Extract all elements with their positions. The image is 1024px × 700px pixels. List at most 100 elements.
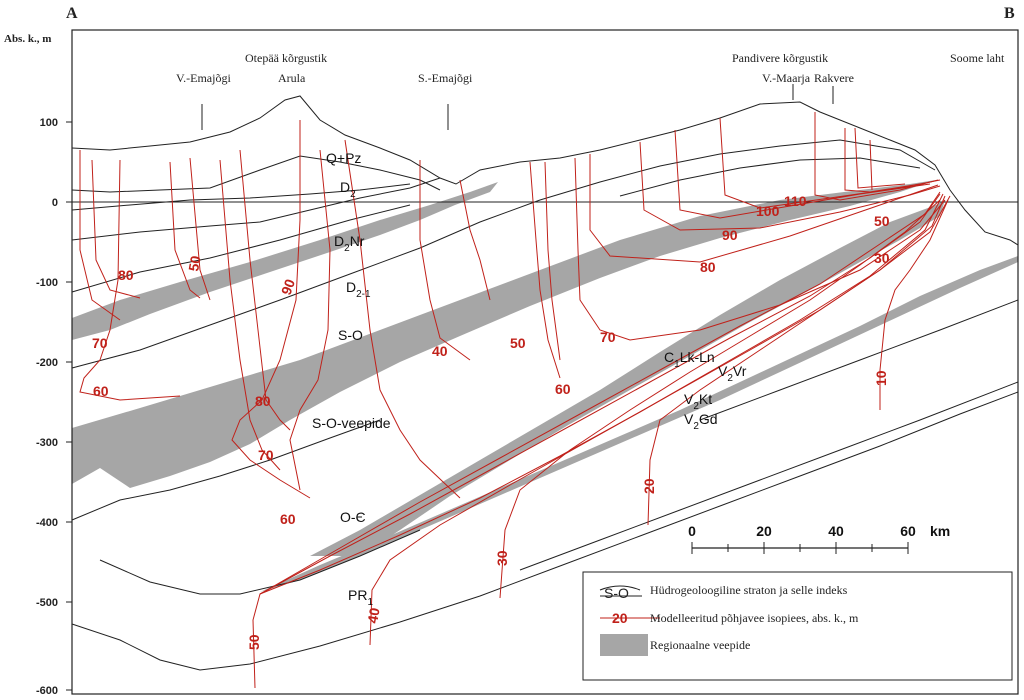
boundary-basement-2 <box>519 381 1019 571</box>
isoline-label: 110 <box>784 193 807 209</box>
boundary-basement-3 <box>699 299 1019 421</box>
boundary-basement-1 <box>71 391 1019 671</box>
aquitard-band-d2nr <box>72 182 498 340</box>
place-otepaa: Otepää kõrgustik <box>245 51 327 65</box>
isoline-path <box>647 195 951 526</box>
isoline-label: 10 <box>873 370 889 386</box>
y-tick-label: -500 <box>36 597 58 609</box>
isoline-label: 50 <box>510 335 526 351</box>
stratum-pr1: PR1 <box>348 587 373 608</box>
boundary-d21 <box>71 204 411 293</box>
isoline-path <box>844 128 921 193</box>
isoline-label: 90 <box>278 277 298 297</box>
corner-label-b: B <box>1004 5 1015 22</box>
isoline-label: 50 <box>246 634 262 650</box>
aquitard-band-so-veepide <box>72 180 936 488</box>
isoline-label: 50 <box>874 213 890 229</box>
boundary-q-pz-base <box>71 155 441 193</box>
legend-stratum-text: Hüdrogeoloogiline straton ja selle indek… <box>650 583 848 597</box>
isoline-label: 80 <box>118 267 134 283</box>
isoline-label: 70 <box>600 329 616 345</box>
axes <box>66 29 1019 695</box>
place-v-emajogi: V.-Emajõgi <box>176 71 231 85</box>
legend-frame <box>582 571 1013 681</box>
y-tick-label: -100 <box>36 277 58 289</box>
stratum-v2kt: V2Kt <box>684 391 712 412</box>
scale-label: 20 <box>756 523 772 539</box>
y-axis-title: Abs. k., m <box>4 33 51 45</box>
boundary-oe <box>71 419 381 521</box>
boundary-so-top <box>71 139 936 369</box>
stratum-boundaries <box>71 95 1019 671</box>
y-tick-label: -200 <box>36 357 58 369</box>
stratum-d2: D2 <box>340 179 356 200</box>
isoline-path <box>879 199 949 410</box>
boundary-d2-base <box>71 183 411 211</box>
stratum-c1: C1Lk-Ln <box>664 349 715 370</box>
isoline-label: 70 <box>258 447 274 463</box>
isoline-path <box>574 157 946 341</box>
isoline-path <box>239 149 291 431</box>
isoline-path <box>419 160 471 361</box>
isoline-label: 30 <box>494 550 510 566</box>
isoline-label: 20 <box>641 478 657 494</box>
place-names: Otepää kõrgustik V.-Emajõgi Arula S.-Ema… <box>176 51 1005 85</box>
legend-aquitard-text: Regionaalne veepide <box>650 638 750 652</box>
isoline-label: 90 <box>722 227 738 243</box>
stratum-labels: Q+Pz D2 D2Nr D2-1 S-O S-O-veepide O-Є PR… <box>312 150 747 608</box>
stratum-v2gd: V2Gd <box>684 411 718 432</box>
scale-label: 40 <box>828 523 844 539</box>
isoline-path <box>189 157 211 301</box>
boundary-pr1-top <box>99 529 421 595</box>
legend-stratum-symbol <box>599 585 642 597</box>
isoline-label: 60 <box>93 383 109 399</box>
place-rakvere: Rakvere <box>814 71 854 85</box>
isoline-label: 100 <box>756 203 780 219</box>
y-tick-label: 100 <box>40 117 58 129</box>
isoline-path <box>639 141 941 231</box>
scale-labels: 0 20 40 60 km <box>688 523 950 539</box>
place-soome-laht: Soome laht <box>950 51 1005 65</box>
isoline-label: 40 <box>364 606 382 624</box>
isoline-path <box>719 117 941 209</box>
isoline-path <box>589 154 939 263</box>
stratum-oe: O-Є <box>340 509 366 525</box>
isoline-label: 80 <box>700 259 716 275</box>
isoline-path <box>259 193 941 595</box>
isoline-path <box>854 127 906 189</box>
place-v-maarja: V.-Maarja <box>762 71 811 85</box>
isopiese-lines <box>79 112 951 689</box>
scale-label: 0 <box>688 523 696 539</box>
isoline-path <box>259 191 941 595</box>
stratum-so-veepide: S-O-veepide <box>312 415 391 431</box>
stratum-d2nr: D2Nr <box>334 233 365 254</box>
legend-isoline-text: Modelleeritud põhjavee isopiees, abs. k.… <box>650 611 859 625</box>
place-pandivere: Pandivere kõrgustik <box>732 51 828 65</box>
isoline-path <box>869 139 873 191</box>
place-arula: Arula <box>278 71 306 85</box>
stratum-d21: D2-1 <box>346 279 371 300</box>
boundary-d2nr-top <box>71 177 441 241</box>
isoline-label: 70 <box>92 335 108 351</box>
scale-bar <box>691 542 909 554</box>
legend-aquitard-swatch <box>600 634 648 656</box>
isoline-label: 40 <box>432 343 448 359</box>
y-tick-label: -600 <box>36 685 58 697</box>
isoline-label: 50 <box>185 254 203 272</box>
y-tick-label: 0 <box>52 197 58 209</box>
isoline-path <box>91 159 141 299</box>
isoline-path <box>344 139 461 499</box>
isoline-path <box>79 159 181 401</box>
place-markers <box>201 84 834 130</box>
corner-label-a: A <box>66 5 78 22</box>
isoline-path <box>289 149 331 491</box>
isoline-labels: 80 50 90 70 60 80 70 60 40 50 70 60 80 9… <box>92 193 890 650</box>
stratum-q-pz: Q+Pz <box>326 150 361 166</box>
scale-label: 60 <box>900 523 916 539</box>
isoline-label: 80 <box>255 393 271 409</box>
legend: S-O Hüdrogeoloogiline straton ja selle i… <box>582 571 1013 681</box>
legend-stratum-sample: S-O <box>604 585 629 601</box>
boundary-pandivere <box>619 157 921 197</box>
isoline-path <box>814 112 939 201</box>
